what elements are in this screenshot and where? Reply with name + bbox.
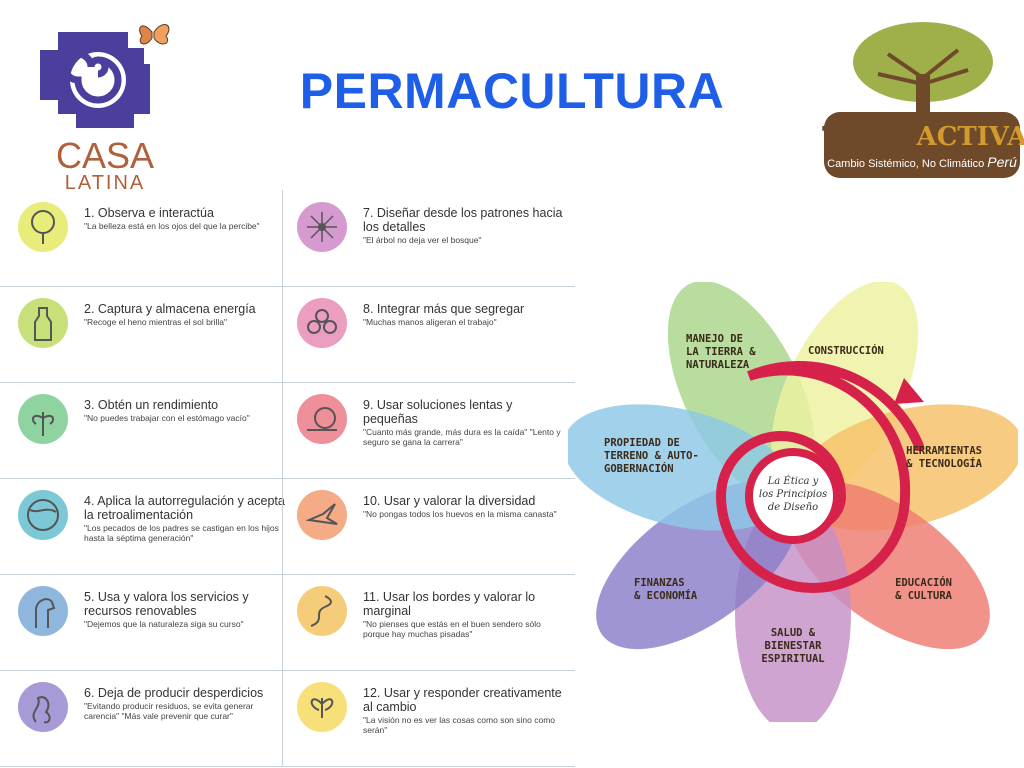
spider-web-icon — [297, 202, 347, 252]
principle-item: 11. Usar los bordes y valorar lo margina… — [282, 574, 575, 671]
principle-item: 5. Usa y valora los servicios y recursos… — [0, 574, 292, 671]
principle-title: 9. Usar soluciones lentas y pequeñas — [363, 398, 513, 426]
petal-label: LA TIERRA & — [686, 346, 756, 358]
center-label: de Diseño — [768, 502, 818, 513]
principle-title: 8. Integrar más que segregar — [363, 302, 525, 316]
bottle-icon — [18, 298, 68, 348]
principle-quote: "El árbol no deja ver el bosque" — [363, 235, 482, 245]
circles-icon — [297, 298, 347, 348]
globe-icon — [18, 490, 68, 540]
principle-item: 8. Integrar más que segregar"Muchas mano… — [282, 286, 575, 383]
principle-title: 12. Usar y responder creativamente al ca… — [363, 686, 562, 714]
principle-title: 2. Captura y almacena energía — [84, 302, 256, 316]
principle-item: 12. Usar y responder creativamente al ca… — [282, 670, 575, 767]
snail-icon — [297, 394, 347, 444]
principle-item: 6. Deja de producir desperdicios"Evitand… — [0, 670, 292, 767]
flower-petal — [563, 404, 794, 531]
principle-quote: "Muchas manos aligeran el trabajo" — [363, 317, 497, 327]
petal-label: BIENESTAR — [765, 640, 823, 652]
casa-label: CASA — [55, 135, 155, 176]
butterfly-icon — [139, 23, 170, 45]
tierractiva-label: TIERRACTIVA — [822, 122, 1024, 152]
tierractiva-tagline: Cambio Sistémico, No Climático Perú — [827, 154, 1017, 170]
casa-latina-logo: CASA LATINA — [18, 10, 178, 194]
principle-quote: "No pongas todos los huevos en la misma … — [363, 509, 557, 519]
worm-icon — [18, 682, 68, 732]
petal-label: GOBERNACIÓN — [604, 462, 674, 475]
petal-label: HERRAMIENTAS — [906, 445, 982, 457]
principle-quote: "La belleza está en los ojos del que la … — [84, 221, 260, 231]
petal-label: SALUD & — [771, 627, 816, 639]
principle-item: 4. Aplica la autorregulación y acepta la… — [0, 478, 292, 575]
petal-label: TERRENO & AUTO- — [604, 450, 699, 462]
principle-item: 3. Obtén un rendimiento"No puedes trabaj… — [0, 382, 292, 479]
path-icon — [297, 586, 347, 636]
principle-quote: "No pienses que estás en el buen sendero… — [363, 619, 541, 639]
principle-quote: "Los pecados de los padres se castigan e… — [84, 523, 279, 543]
horse-icon — [18, 586, 68, 636]
petal-label: FINANZAS — [634, 577, 685, 589]
petal-label: PROPIEDAD DE — [604, 437, 680, 449]
hummingbird-icon — [297, 490, 347, 540]
tierractiva-logo: TIERRACTIVA Cambio Sistémico, No Climáti… — [818, 14, 1024, 184]
principle-item: 7. Diseñar desde los patrones hacia los … — [282, 190, 575, 287]
principle-quote: "Evitando producir residuos, se evita ge… — [84, 701, 254, 721]
tree-logo-graphic — [824, 22, 1020, 178]
petal-label: & TECNOLOGÍA — [906, 457, 983, 470]
tree-icon — [18, 202, 68, 252]
plant-icon — [18, 394, 68, 444]
principle-title: 1. Observa e interactúa — [84, 206, 214, 220]
petal-label: NATURALEZA — [686, 359, 750, 371]
flower-petal — [787, 481, 990, 650]
page-title: PERMACULTURA — [299, 63, 725, 119]
principle-title: 3. Obtén un rendimiento — [84, 398, 219, 412]
principle-quote: "Recoge el heno mientras el sol brilla" — [84, 317, 228, 327]
petal-label: MANEJO DE — [686, 333, 743, 345]
principle-quote: "No puedes trabajar con el estómago vací… — [84, 413, 250, 423]
petal-label: & CULTURA — [895, 590, 953, 602]
principles-grid: 1. Observa e interactúa"La belleza está … — [0, 190, 584, 767]
principle-item: 10. Usar y valorar la diversidad"No pong… — [282, 478, 575, 575]
principle-title: 10. Usar y valorar la diversidad — [363, 494, 536, 508]
principle-title: 11. Usar los bordes y valorar lo margina… — [363, 590, 536, 618]
latina-label: LATINA — [64, 172, 146, 194]
principle-title: 7. Diseñar desde los patrones hacia los … — [363, 206, 563, 234]
chakana-emblem — [40, 23, 170, 128]
principle-title: 4. Aplica la autorregulación y acepta la… — [84, 494, 285, 522]
principle-item: 2. Captura y almacena energía"Recoge el … — [0, 286, 292, 383]
petal-label: & ECONOMÍA — [634, 589, 698, 602]
center-label: los Principios — [759, 489, 827, 500]
center-label: La Ética y — [767, 475, 819, 487]
principle-quote: "Dejemos que la naturaleza siga su curso… — [84, 619, 244, 629]
petal-label: ESPIRITUAL — [761, 653, 824, 665]
center-circle — [745, 448, 841, 544]
butterfly-icon — [297, 682, 347, 732]
petal-label: CONSTRUCCIÓN — [808, 344, 884, 357]
principle-item: 1. Observa e interactúa"La belleza está … — [0, 190, 292, 287]
principle-item: 9. Usar soluciones lentas y pequeñas"Cua… — [282, 382, 575, 479]
principle-quote: "La visión no es ver las cosas como son … — [363, 715, 555, 735]
principle-title: 5. Usa y valora los servicios y recursos… — [84, 590, 249, 618]
petal-label: EDUCACIÓN — [895, 576, 952, 589]
principle-quote: "Cuanto más grande, más dura es la caída… — [363, 427, 561, 447]
principle-title: 6. Deja de producir desperdicios — [84, 686, 264, 700]
